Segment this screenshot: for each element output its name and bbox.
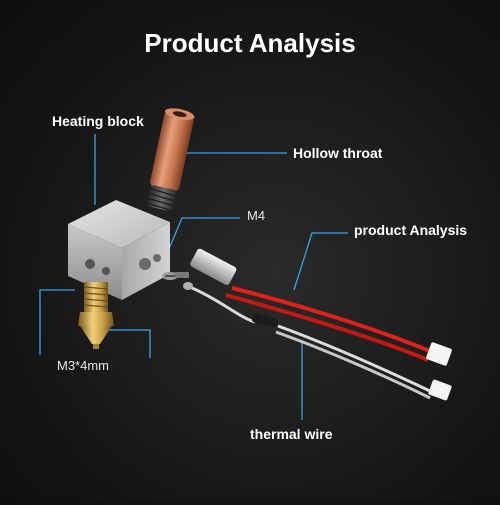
hollow-throat-part — [147, 108, 195, 212]
callout-m3-right — [108, 329, 151, 358]
product-analysis-label: product Analysis — [354, 222, 468, 238]
thermistor-part — [183, 282, 452, 401]
m3-label: M3*4mm — [57, 358, 110, 373]
callout-product-analysis — [293, 232, 348, 291]
thermal-wire-label: thermal wire — [250, 426, 333, 442]
hollow-throat-label: Hollow throat — [293, 145, 383, 161]
heater-cartridge-part — [190, 248, 452, 366]
callout-m3-horizontal — [39, 289, 75, 355]
m4-label: M4 — [247, 208, 266, 223]
heating-block-label: Heating block — [52, 113, 144, 129]
callout-lines — [39, 134, 348, 420]
page-title: Product Analysis — [144, 28, 356, 58]
heating-block-part — [68, 200, 170, 300]
m4-screw-part — [162, 272, 189, 280]
nozzle-part — [78, 282, 114, 349]
